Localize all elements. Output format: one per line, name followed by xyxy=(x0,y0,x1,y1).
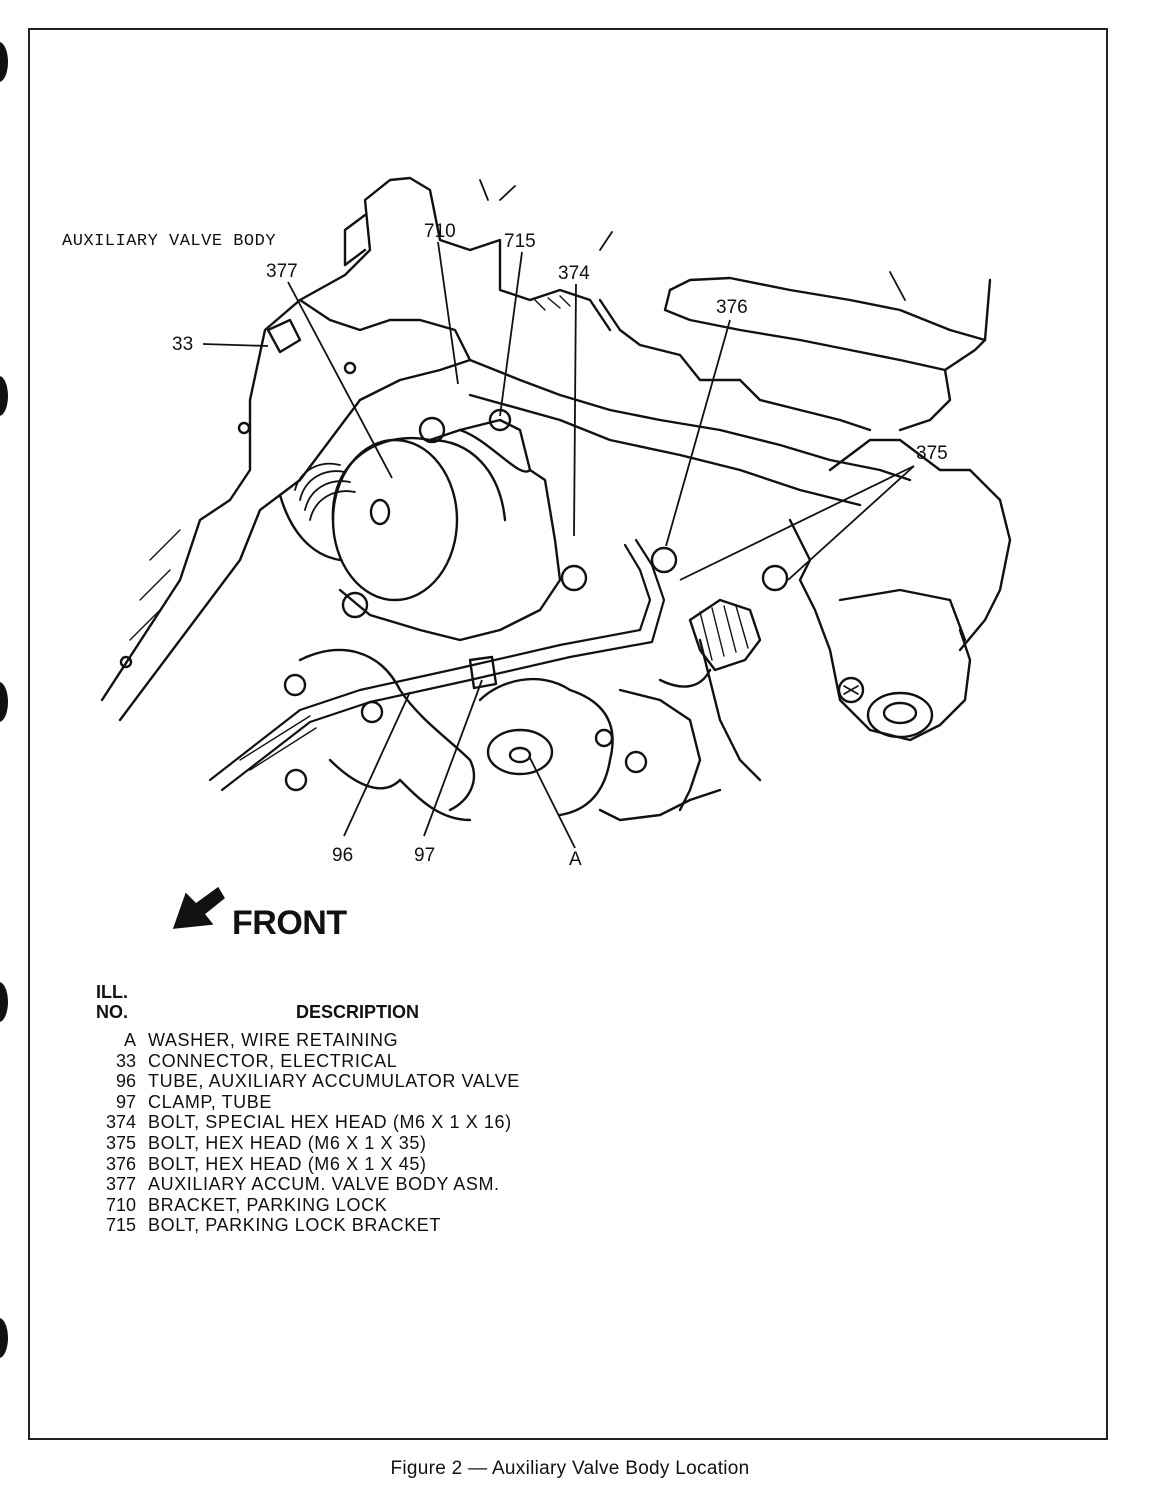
legend-item-number: 377 xyxy=(105,1174,136,1195)
binder-hole xyxy=(0,1318,8,1358)
leader-97 xyxy=(423,679,483,837)
front-label: FRONT xyxy=(232,904,347,942)
legend-item-description: BRACKET, PARKING LOCK xyxy=(148,1194,388,1215)
legend-row: 33 CONNECTOR, ELECTRICAL xyxy=(96,1051,696,1072)
legend-item-number: 33 xyxy=(115,1050,136,1071)
binder-hole xyxy=(0,42,8,82)
legend-row: 710 BRACKET, PARKING LOCK xyxy=(96,1195,696,1216)
leader-710 xyxy=(437,241,459,385)
legend-row: 375 BOLT, HEX HEAD (M6 X 1 X 35) xyxy=(96,1133,696,1154)
figure-caption: Figure 2 — Auxiliary Valve Body Location xyxy=(390,1458,750,1479)
legend-row: 715 BOLT, PARKING LOCK BRACKET xyxy=(96,1215,696,1236)
drawing-title: AUXILIARY VALVE BODY xyxy=(62,232,277,251)
legend-item-number: 96 xyxy=(115,1071,136,1092)
binder-hole xyxy=(0,376,8,416)
leader-33 xyxy=(202,343,269,347)
leader-715 xyxy=(499,251,523,417)
legend-item-description: BOLT, SPECIAL HEX HEAD (M6 X 1 X 16) xyxy=(148,1112,512,1133)
legend-item-number: 374 xyxy=(105,1112,136,1133)
binder-hole xyxy=(0,982,8,1022)
leader-A xyxy=(529,757,576,849)
callout-715: 715 xyxy=(504,231,536,252)
callout-A: A xyxy=(569,849,582,870)
callout-375: 375 xyxy=(916,443,948,464)
legend-item-description: CLAMP, TUBE xyxy=(148,1091,272,1112)
legend-header-description: DESCRIPTION xyxy=(296,1002,420,1022)
legend-row: 97 CLAMP, TUBE xyxy=(96,1092,696,1113)
leader-374 xyxy=(573,283,577,537)
callout-710: 710 xyxy=(424,221,456,242)
legend-item-number: 376 xyxy=(105,1153,136,1174)
legend-item-description: BOLT, HEX HEAD (M6 X 1 X 45) xyxy=(148,1153,427,1174)
callout-96: 96 xyxy=(332,845,354,866)
leader-377 xyxy=(287,281,393,479)
legend-row: 376 BOLT, HEX HEAD (M6 X 1 X 45) xyxy=(96,1154,696,1175)
legend-item-number: 715 xyxy=(105,1215,136,1236)
legend-item-description: AUXILIARY ACCUM. VALVE BODY ASM. xyxy=(148,1174,500,1195)
legend-item-description: BOLT, PARKING LOCK BRACKET xyxy=(148,1215,442,1236)
leader-376 xyxy=(665,319,731,547)
legend-header-ill: ILL. xyxy=(96,982,128,1002)
legend-item-number: A xyxy=(123,1030,136,1050)
legend-item-description: TUBE, AUXILIARY ACCUMULATOR VALVE xyxy=(148,1071,520,1092)
callout-97: 97 xyxy=(414,845,436,866)
legend-item-description: WASHER, WIRE RETAINING xyxy=(148,1030,399,1050)
legend-header-no: NO. xyxy=(96,1002,129,1022)
legend-item-number: 375 xyxy=(105,1132,136,1153)
legend-item-description: CONNECTOR, ELECTRICAL xyxy=(148,1050,398,1071)
legend-item-number: 710 xyxy=(105,1194,136,1215)
leader-375a xyxy=(679,465,915,581)
legend-rows: A WASHER, WIRE RETAINING 33 CONNECTOR, ELEC… xyxy=(96,1030,696,1236)
figure-frame xyxy=(28,28,1108,1440)
callout-33: 33 xyxy=(172,334,194,355)
leader-96 xyxy=(343,691,411,837)
callout-377: 377 xyxy=(266,261,298,282)
legend-row: A WASHER, WIRE RETAINING xyxy=(96,1030,696,1051)
front-arrow-icon xyxy=(172,886,225,929)
legend-row: 374 BOLT, SPECIAL HEX HEAD (M6 X 1 X 16) xyxy=(96,1112,696,1133)
legend-item-description: BOLT, HEX HEAD (M6 X 1 X 35) xyxy=(148,1132,427,1153)
legend-row: 96 TUBE, AUXILIARY ACCUMULATOR VALVE xyxy=(96,1071,696,1092)
callout-374: 374 xyxy=(558,263,590,284)
leader-375b xyxy=(787,465,915,581)
binder-hole xyxy=(0,682,8,722)
legend-row: 377 AUXILIARY ACCUM. VALVE BODY ASM. xyxy=(96,1174,696,1195)
callout-376: 376 xyxy=(716,297,748,318)
legend-item-number: 97 xyxy=(115,1091,136,1112)
